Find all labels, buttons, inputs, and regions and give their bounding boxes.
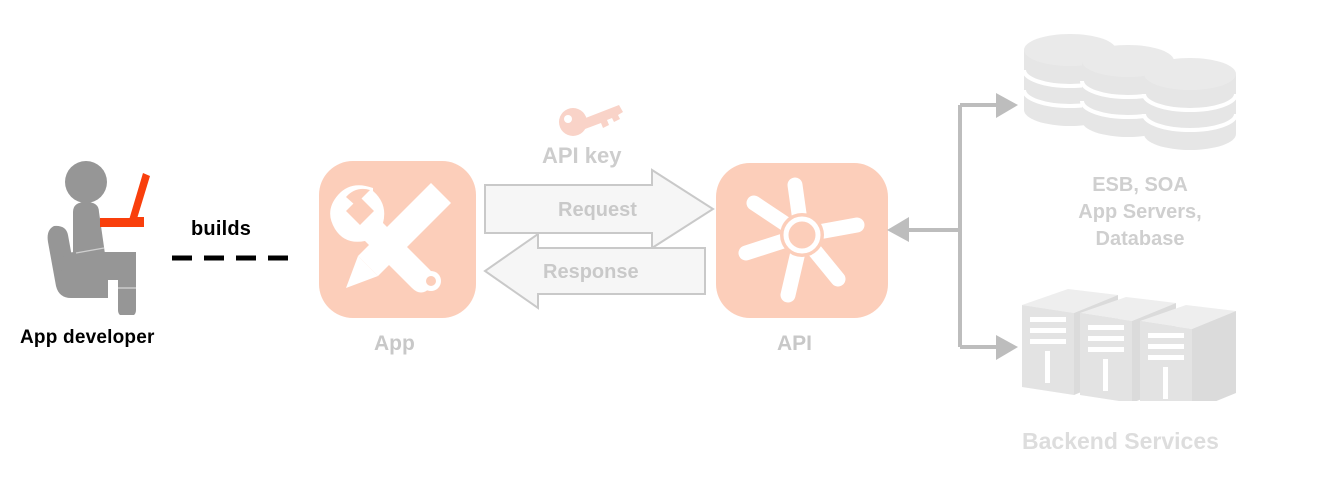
request-label: Request [558, 199, 637, 221]
api-key-label: API key [542, 143, 622, 168]
app-tile[interactable] [319, 161, 476, 318]
backend-connector-lines [885, 90, 1025, 365]
request-arrow [484, 168, 716, 250]
actor-label: App developer [20, 327, 155, 348]
app-label: App [374, 332, 415, 355]
backend-databases-line-3: Database [1095, 228, 1185, 250]
backend-databases-line-1: ESB, SOA [1092, 174, 1188, 196]
api-label: API [777, 332, 813, 355]
backend-databases-label: ESB, SOA App Servers, Database [1040, 172, 1240, 253]
api-tile[interactable] [716, 163, 888, 318]
arrow-right-to-servers [996, 335, 1018, 360]
builds-dashed-line [172, 248, 300, 266]
arrow-right-to-databases [996, 93, 1018, 118]
api-starburst-icon [738, 177, 865, 303]
response-arrow [483, 232, 707, 310]
backend-databases-line-2: App Servers, [1078, 201, 1202, 223]
wrench-and-pencil-icon [330, 183, 451, 293]
person-sitting-with-laptop-icon [40, 160, 170, 317]
relation-label: builds [191, 218, 252, 240]
response-label: Response [543, 261, 639, 283]
key-icon [556, 98, 626, 138]
backend-services-label: Backend Services [1022, 428, 1219, 454]
arrow-left-into-api [887, 217, 909, 242]
database-stack-icon [1020, 32, 1260, 157]
server-rack-icon [1022, 283, 1262, 411]
